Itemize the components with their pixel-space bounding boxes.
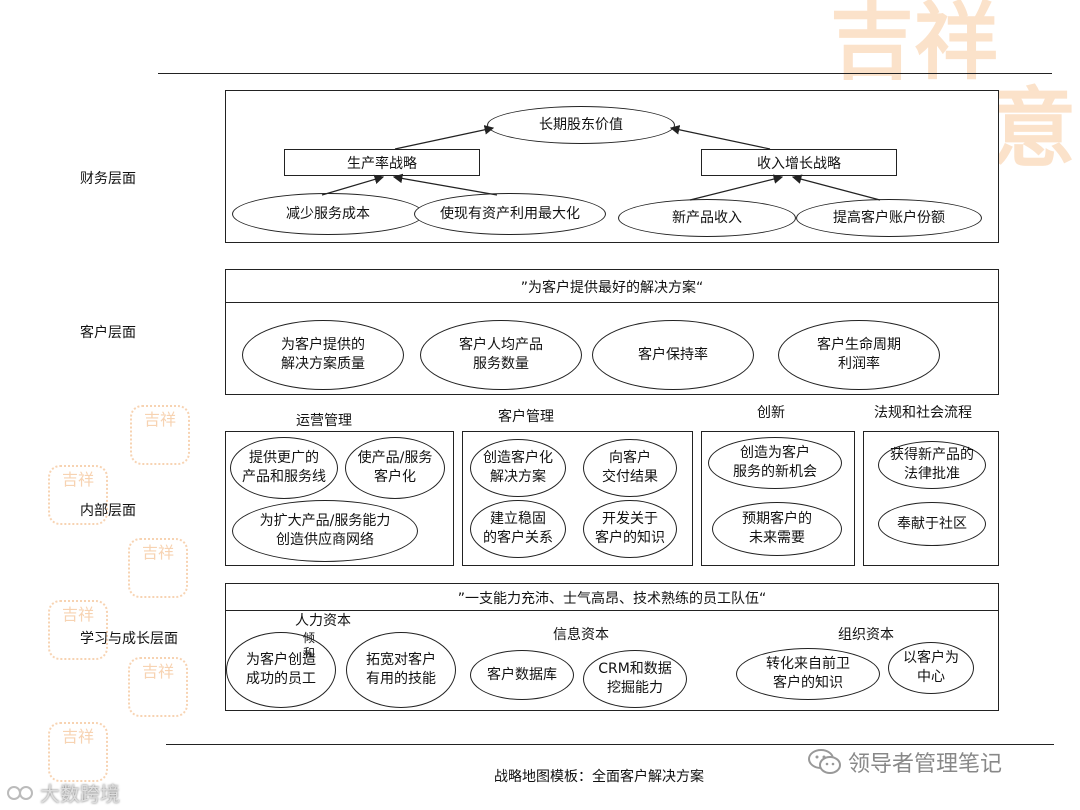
brand-mark: 大数跨境	[6, 778, 120, 807]
develop-customer-knowledge: 开发关于 客户的知识	[583, 500, 677, 558]
new-opportunities: 创造为客户 服务的新机会	[708, 437, 842, 489]
broader-product-line: 提供更广的 产品和服务线	[230, 437, 338, 499]
stamp-icon: 吉祥	[128, 657, 188, 717]
community-contribution: 奉献于社区	[878, 502, 986, 546]
anticipate-needs: 预期客户的 未来需要	[712, 502, 842, 556]
customer-success-employees: 为客户创造 成功的员工	[226, 632, 336, 708]
build-relationships: 建立稳固 的客户关系	[470, 500, 566, 558]
deliver-results: 向客户 交付结果	[583, 439, 677, 497]
customer-retention: 客户保持率	[592, 320, 754, 390]
diagram-caption: 战略地图模板：全面客户解决方案	[494, 769, 704, 785]
innovation-title: 创新	[757, 405, 785, 421]
wechat-account: 领导者管理笔记	[848, 752, 1003, 777]
watermark-logo-sub: 意	[990, 86, 1076, 172]
human-capital-title: 人力资本	[295, 613, 351, 629]
layer-label-financial: 财务层面	[80, 171, 136, 187]
brand-name: 大数跨境	[40, 782, 120, 806]
customer-database: 客户数据库	[470, 650, 574, 700]
crm-data-mining: CRM和数据 挖掘能力	[583, 650, 687, 708]
stamp-icon: 吉祥	[130, 405, 190, 465]
long-term-shareholder-value: 长期股东价值	[487, 106, 675, 144]
cm-title: 客户管理	[498, 409, 554, 425]
brand-icon	[7, 785, 33, 800]
layer-label-internal: 内部层面	[80, 503, 136, 519]
revenue-growth-strategy: 收入增长战略	[701, 149, 897, 176]
customer-lifetime-profit: 客户生命周期 利润率	[778, 320, 940, 390]
layer-label-customer: 客户层面	[80, 325, 136, 341]
stamp-icon: 吉祥	[48, 722, 108, 782]
customize-products: 使产品/服务 客户化	[345, 437, 445, 499]
wechat-mark: 领导者管理笔记	[808, 746, 1002, 778]
productivity-strategy: 生产率战略	[284, 149, 480, 176]
top-rule	[158, 73, 1052, 74]
solution-quality: 为客户提供的 解决方案质量	[242, 320, 404, 390]
org-capital-title: 组织资本	[838, 627, 894, 643]
watermark-sub: 意	[990, 78, 1076, 179]
stamp-icon: 吉祥	[48, 465, 108, 525]
workforce-statement: ”一支能力充沛、士气高昂、技术熟练的员工队伍“	[457, 591, 767, 607]
layer-label-learning: 学习与成长层面	[80, 631, 178, 647]
supplier-network: 为扩大产品/服务能力 创造供应商网络	[232, 500, 418, 562]
customer-value-proposition: ”为客户提供最好的解决方案“	[520, 280, 704, 296]
ops-title: 运营管理	[296, 413, 352, 429]
stamp-icon: 吉祥	[48, 600, 108, 660]
info-capital-title: 信息资本	[553, 627, 609, 643]
reduce-service-cost: 减少服务成本	[232, 193, 424, 235]
regulatory-title: 法规和社会流程	[874, 405, 972, 421]
stamp-icon: 吉祥	[128, 538, 188, 598]
customer-centric: 以客户为 中心	[888, 642, 974, 694]
watermark-main: 吉祥	[830, 0, 999, 91]
increase-account-share: 提高客户账户份额	[796, 199, 982, 237]
legal-approval: 获得新产品的 法律批准	[878, 441, 986, 489]
bottom-rule	[166, 744, 1054, 745]
leading-edge-knowledge: 转化来自前卫 客户的知识	[736, 648, 880, 700]
watermark-logo: 吉祥	[830, 0, 998, 84]
broaden-skills: 拓宽对客户 有用的技能	[346, 632, 456, 708]
maximize-asset-utilization: 使现有资产利用最大化	[414, 193, 606, 235]
wechat-icon	[808, 749, 841, 774]
new-product-revenue: 新产品收入	[618, 199, 796, 237]
create-custom-solutions: 创造客户化 解决方案	[470, 439, 566, 497]
products-per-customer: 客户人均产品 服务数量	[420, 320, 582, 390]
